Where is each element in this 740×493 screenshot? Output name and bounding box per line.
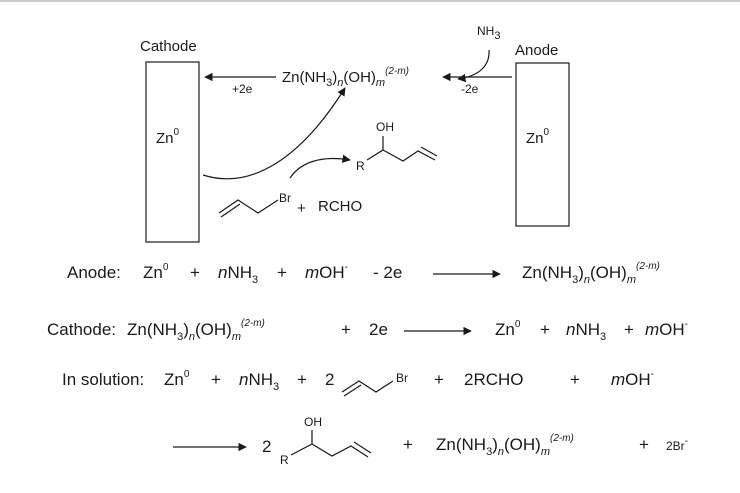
svg-text:+: + <box>297 370 307 389</box>
svg-text:+: + <box>540 320 550 339</box>
allyl-bromide-skeleton <box>218 199 279 214</box>
curved-arrow-to-product <box>289 154 351 179</box>
plus-2e-label: +2e <box>232 82 253 96</box>
svg-text:+: + <box>341 320 351 339</box>
svg-text:+: + <box>639 435 649 454</box>
svg-text:Zn(NH3)n(OH)m(2-m): Zn(NH3)n(OH)m(2-m) <box>127 318 265 343</box>
equation-cathode: Cathode: Zn(NH3)n(OH)m(2-m) + 2e Zn0 + n… <box>47 318 688 343</box>
svg-text:nNH3: nNH3 <box>239 370 279 393</box>
equation-solution: In solution: Zn0 + nNH3 + 2 Br + 2RCHO +… <box>62 369 654 397</box>
svg-text:2: 2 <box>262 437 271 456</box>
svg-text:nNH3: nNH3 <box>218 263 258 286</box>
svg-text:nNH3: nNH3 <box>566 320 606 343</box>
svg-text:Zn0: Zn0 <box>143 262 169 282</box>
scheme-plus: + <box>297 200 306 217</box>
scheme-r-label: R <box>356 159 365 173</box>
svg-text:- 2e: - 2e <box>373 263 402 282</box>
product-skeleton-top <box>366 136 436 162</box>
cathode-zn0: Zn0 <box>156 127 180 147</box>
svg-text:+: + <box>624 320 634 339</box>
allyl-bromide-eq <box>341 380 394 393</box>
svg-text:Br: Br <box>396 371 408 385</box>
ammonia-label: NH3 <box>477 24 500 42</box>
svg-text:Zn(NH3)n(OH)m(2-m): Zn(NH3)n(OH)m(2-m) <box>522 261 660 286</box>
anode-electrode <box>515 62 570 227</box>
svg-text:2Br-: 2Br- <box>666 436 688 453</box>
solution-eq-label: In solution: <box>62 370 144 389</box>
scheme-oh-label: OH <box>376 120 394 134</box>
svg-text:Zn0: Zn0 <box>164 369 190 389</box>
allyl-double-bond <box>220 203 241 218</box>
curved-arrow-to-complex <box>202 87 346 180</box>
svg-text:Zn0: Zn0 <box>495 319 521 339</box>
anode-label: Anode <box>515 42 558 59</box>
anode-zn0: Zn0 <box>526 127 550 147</box>
svg-text:mOH-: mOH- <box>305 262 348 282</box>
svg-text:mOH-: mOH- <box>611 369 654 389</box>
product-double-bond-top <box>420 146 438 157</box>
cathode-label: Cathode <box>140 38 197 55</box>
scheme-rcho: RCHO <box>318 198 362 215</box>
svg-text:2: 2 <box>325 370 334 389</box>
product-skeleton-eq <box>290 430 369 458</box>
svg-text:+: + <box>277 263 287 282</box>
svg-text:+: + <box>211 370 221 389</box>
anode-eq-label: Anode: <box>67 263 121 282</box>
svg-text:R: R <box>280 453 289 467</box>
ammonia-arrow <box>457 49 490 83</box>
svg-text:+: + <box>403 435 413 454</box>
cathode-eq-label: Cathode: <box>47 320 116 339</box>
svg-text:2RCHO: 2RCHO <box>464 370 524 389</box>
cathode-electrode <box>145 61 200 243</box>
equation-products: 2 OH R + Zn(NH3)n(OH)m(2-m) + 2Br- <box>173 415 688 467</box>
minus-2e-label: -2e <box>461 82 479 96</box>
svg-text:+: + <box>190 263 200 282</box>
svg-text:2e: 2e <box>369 320 388 339</box>
complex-center: Zn(NH3)n(OH)m(2-m) <box>282 66 409 89</box>
svg-text:OH: OH <box>304 415 322 429</box>
svg-text:+: + <box>570 370 580 389</box>
equation-anode: Anode: Zn0 + nNH3 + mOH- - 2e Zn(NH3)n(O… <box>67 261 660 286</box>
scheme-br-label: Br <box>279 191 291 205</box>
svg-text:+: + <box>434 370 444 389</box>
svg-text:mOH-: mOH- <box>645 319 688 339</box>
svg-text:Zn(NH3)n(OH)m(2-m): Zn(NH3)n(OH)m(2-m) <box>436 433 574 458</box>
